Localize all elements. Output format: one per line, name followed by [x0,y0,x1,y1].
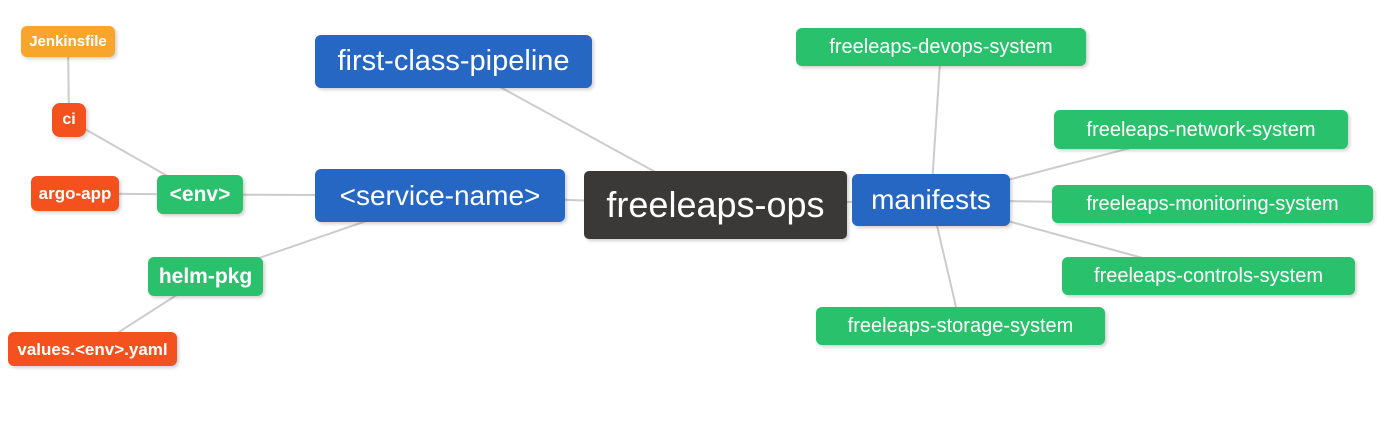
node-freeleaps-network-system[interactable]: freeleaps-network-system [1054,110,1348,149]
node-service-name[interactable]: <service-name> [315,169,565,222]
node-label: freeleaps-storage-system [847,315,1074,337]
node-label: freeleaps-controls-system [1094,265,1323,287]
node-label: Jenkinsfile [29,33,107,50]
node-ci[interactable]: ci [52,103,86,137]
node-freeleaps-ops-root[interactable]: freeleaps-ops [584,171,847,239]
node-argo-app[interactable]: argo-app [31,176,119,211]
node-jenkinsfile[interactable]: Jenkinsfile [21,26,115,57]
node-first-class-pipeline[interactable]: first-class-pipeline [315,35,592,88]
node-label: <service-name> [339,179,541,211]
node-freeleaps-storage-system[interactable]: freeleaps-storage-system [816,307,1105,345]
node-label: manifests [871,184,991,215]
node-label: argo-app [38,184,112,203]
node-freeleaps-controls-system[interactable]: freeleaps-controls-system [1062,257,1355,295]
node-label: freeleaps-devops-system [829,36,1053,58]
node-freeleaps-monitoring-system[interactable]: freeleaps-monitoring-system [1052,185,1373,223]
node-label: helm-pkg [158,265,253,288]
node-label: values.<env>.yaml [17,339,168,359]
node-freeleaps-devops-system[interactable]: freeleaps-devops-system [796,28,1086,66]
node-manifests[interactable]: manifests [852,174,1010,226]
node-label: first-class-pipeline [337,45,570,77]
node-env[interactable]: <env> [157,175,243,214]
node-label: <env> [169,183,231,206]
node-label: freeleaps-network-system [1086,118,1316,141]
node-label: ci [62,111,76,128]
node-helm-pkg[interactable]: helm-pkg [148,257,263,296]
node-label: freeleaps-monitoring-system [1086,193,1339,215]
node-label: freeleaps-ops [606,184,825,225]
node-values-env-yaml[interactable]: values.<env>.yaml [8,332,177,366]
